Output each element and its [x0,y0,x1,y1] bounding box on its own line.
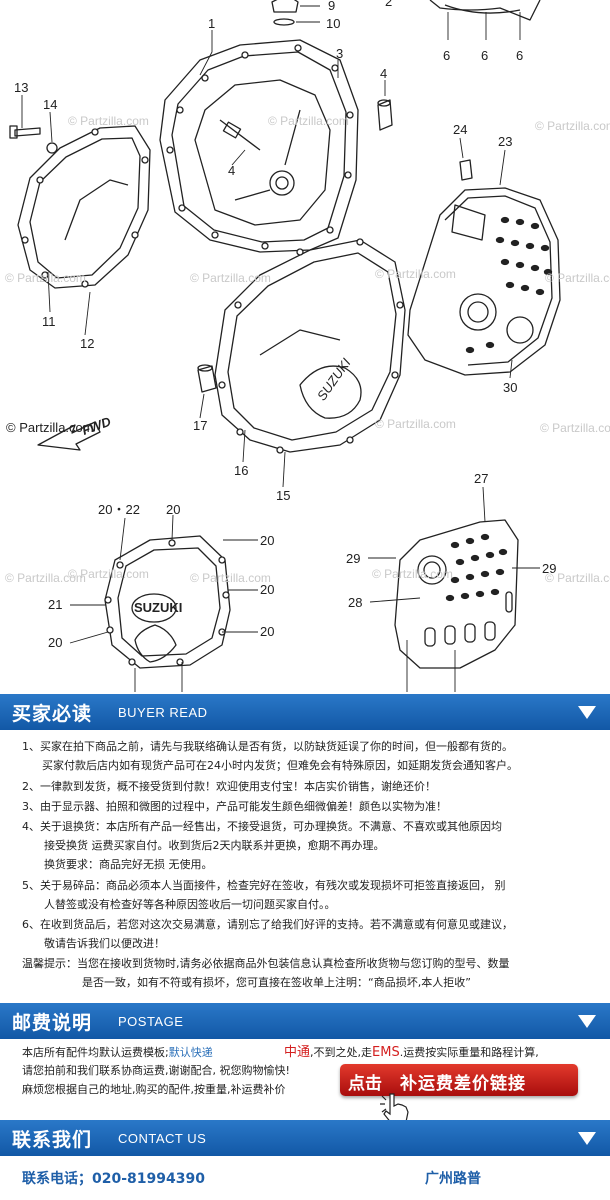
company-name: 广州路普 [425,1171,481,1187]
watermark: © Partzilla.com [545,571,610,585]
watermark: © Partzilla.com [535,119,610,133]
watermark: © Partzilla.com [5,271,86,285]
part-number: 29 [346,551,360,566]
chevron-down-icon[interactable] [578,1015,596,1028]
bottom-sprocket-cover-outline [394,519,519,669]
postage-title: 邮费说明 [12,1012,93,1034]
part-number: 20 [48,635,62,650]
part-number: 11 [42,314,56,329]
note-line: 5、关于易碎品：商品必须本人当面接件，检查完好在签收，有残次或发现损坏可拒签直接… [22,879,506,892]
part-number: 14 [43,97,57,112]
note-line: 是否一致，如有不符或有损坏，您可直接在签收单上注明：“商品损坏,本人拒收” [82,976,471,989]
part-number: 6 [516,48,523,63]
watermark: © Partzilla.com [545,271,610,285]
part-number: 6 [443,48,450,63]
part-number: 30 [503,380,517,395]
postage-text: 请您拍前和我们联系协商运费,谢谢配合, 祝您购物愉快! [22,1064,290,1077]
watermark: © Partzilla.com [190,571,271,585]
part-number: 27 [474,471,488,486]
clutch-cover-outline [159,39,359,253]
contact-title: 联系我们 [12,1129,93,1151]
postage-default-courier: 默认快递 [168,1046,213,1059]
top-right-part [429,0,541,21]
part-number: 15 [276,488,290,503]
extra-shipping-link-button[interactable]: 点击 补运费差价链接 [340,1064,578,1096]
chevron-down-icon[interactable] [578,1132,596,1145]
left-cover-outline [17,125,151,289]
generator-cover-outline [214,239,406,453]
contact-title-en: CONTACT US [118,1131,207,1146]
cover-logo-1: SUZUKI [314,355,354,403]
part-number: 20 [260,624,274,639]
buyer-read-title: 买家必读 [12,703,93,725]
note-line: 接受换货 运费买家自付。收到货后2天内联系并更换，愈期不再办理。 [44,839,385,852]
watermark: © Partzilla.com [190,271,271,285]
note-line: 3、由于显示器、拍照和微图的过程中，产品可能发生颜色细微偏差！颜色以实物为准！ [22,800,447,813]
note-line: 敬请告诉我们以便改进！ [44,937,165,950]
part-number: 23 [498,134,512,149]
part-number: 2 [385,0,392,9]
watermark: © Partzilla.com [375,417,456,431]
part-number: 20 [260,533,274,548]
sprocket-cover-outline [407,187,561,376]
note-line: 6、在收到货品后，若您对这次交易满意，请别忘了给我们好评的支持。若不满意或有何意… [22,918,513,931]
buyer-read-header: 买家必读 BUYER READ [0,694,610,730]
part-number: 16 [234,463,248,478]
cover-logo-2: SUZUKI [134,600,182,615]
note-line: 2、一律款到发货，概不接受货到付款！欢迎使用支付宝！本店实价销售，谢绝还价！ [22,780,436,793]
note-line: 换货要求：商品完好无损 无使用。 [44,858,213,871]
part-number: 20 [260,582,274,597]
watermark: © Partzilla.com [540,421,610,435]
part-number: 9 [328,0,335,13]
watermark-dark: © Partzilla.com [6,420,94,435]
part-number: 4 [228,163,235,178]
part-number: 3 [336,46,343,61]
cap-9 [271,0,299,13]
contact-section: 联系电话；020-81994390 广州路普 [0,1166,610,1196]
pointer-hand-icon [380,1093,409,1125]
postage-text: 麻烦您根据自己的地址,购买的配件,按重量,补运费补价 [22,1083,286,1096]
note-line: 温馨提示：当您在接收到货物时,请务必依据商品外包装信息认真检查所收货物与您订购的… [22,957,510,970]
watermark: © Partzilla.com [5,571,86,585]
part-number: 10 [326,16,340,31]
postage-text: .运费按实际重量和路程计算, [399,1046,539,1059]
parts-diagram: SUZUKI SUZUKI © Partzilla.com © Partzill… [5,0,610,692]
part-number: 28 [348,595,362,610]
buyer-read-title-en: BUYER READ [118,705,208,720]
postage-text: ,不到之处,走 [310,1046,373,1059]
watermark: © Partzilla.com [372,567,453,581]
part-number: 13 [14,80,28,95]
postage-header: 邮费说明 POSTAGE [0,1003,610,1039]
button-link-label: 补运费差价链接 [400,1074,526,1094]
watermark: © Partzilla.com [375,267,456,281]
exploded-parts-drawing: SUZUKI SUZUKI © Partzilla.com © Partzill… [5,0,610,692]
contact-phone: 联系电话；020-81994390 [22,1171,205,1187]
watermark: © Partzilla.com [68,567,149,581]
watermark: © Partzilla.com [268,114,349,128]
part-number: 4 [380,66,387,81]
part-number: 20 [166,502,180,517]
note-line: 买家付款后店内如有现货产品可在24小时内发货；但难免会有特殊原因，如延期发货会通… [42,759,518,772]
postage-text: 本店所有配件均默认运费模板; [22,1046,169,1059]
part-number: 6 [481,48,488,63]
part-number: 12 [80,336,94,351]
courier-name: 中通 [284,1045,311,1060]
postage-title-en: POSTAGE [118,1014,184,1029]
button-click-label: 点击 [348,1074,382,1094]
fwd-arrow-icon [37,421,101,451]
part-number: 29 [542,561,556,576]
part-number: 20・22 [98,502,140,517]
watermark: © Partzilla.com [68,114,149,128]
contact-header: 联系我们 CONTACT US [0,1120,610,1156]
part-number: 21 [48,597,62,612]
part-number: 1 [208,16,215,31]
note-line: 人替签或没有检查好等各种原因签收后一切问题买家自付。。 [44,898,336,911]
chevron-down-icon[interactable] [578,706,596,719]
part-number: 24 [453,122,467,137]
note-line: 4、关于退换货：本店所有产品一经售出，不接受退货，可办理换货。不满意、不喜欢或其… [22,820,502,833]
ems-label: EMS [372,1045,400,1060]
note-line: 1、买家在拍下商品之前，请先与我联络确认是否有货，以防缺货延误了你的时间，但一般… [22,740,513,753]
part-number: 17 [193,418,207,433]
